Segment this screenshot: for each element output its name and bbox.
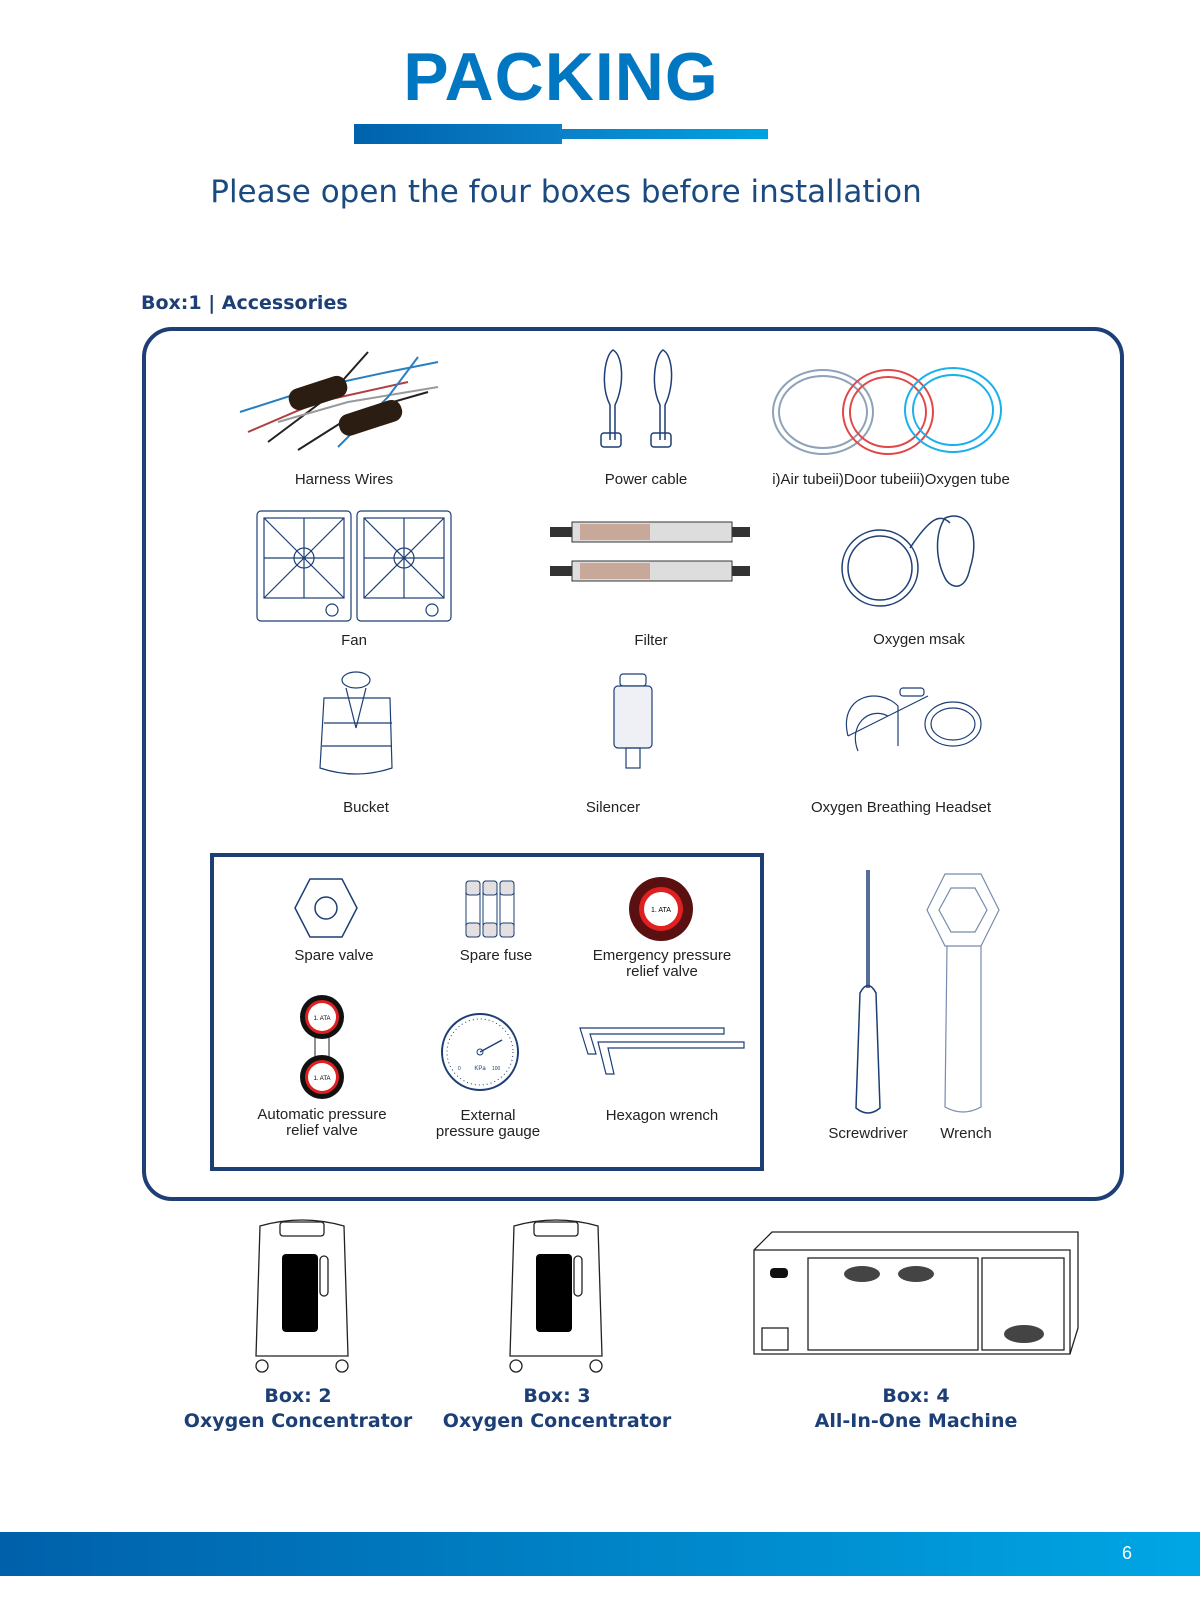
silencer-icon: [613, 673, 653, 769]
oxygen-concentrator-icon: [255, 1219, 349, 1373]
label-line-1: External: [460, 1107, 516, 1124]
label-line-1: Automatic pressure: [257, 1106, 387, 1123]
item-label-screwdriver: Screwdriver: [828, 1125, 908, 1142]
box-name: Oxygen Concentrator: [442, 1410, 672, 1432]
box2-label: Box: 2 Oxygen Concentrator: [184, 1384, 412, 1434]
label-line-2: relief valve: [626, 963, 698, 980]
automatic-valve-icon: 1. ATA 1. ATA: [300, 995, 344, 1099]
hexagon-wrench-icon: [579, 1027, 745, 1075]
item-label-harness-wires: Harness Wires: [294, 471, 394, 488]
item-label-spare-fuse: Spare fuse: [459, 947, 533, 964]
spare-valve-icon: [294, 878, 358, 938]
oxygen-concentrator-icon: [509, 1219, 603, 1373]
item-label-headset: Oxygen Breathing Headset: [810, 799, 992, 816]
tubes-icon: [772, 367, 1002, 455]
emergency-valve-icon: 1. ATA: [629, 877, 693, 941]
title-underline-thick: [354, 124, 562, 144]
box1-heading: Box:1 | Accessories: [141, 292, 348, 314]
item-label-spare-valve: Spare valve: [294, 947, 374, 964]
harness-wires-icon: [239, 351, 439, 451]
item-label-power-cable: Power cable: [604, 471, 688, 488]
box-name: Oxygen Concentrator: [183, 1410, 413, 1432]
item-label-bucket: Bucket: [343, 799, 389, 816]
auto-valve-badge-top: 1. ATA: [313, 1016, 330, 1022]
filter-icon: [550, 521, 750, 582]
wrench-icon: [926, 873, 1000, 1113]
auto-valve-badge-bottom: 1. ATA: [313, 1076, 330, 1082]
screwdriver-icon: [855, 870, 881, 1114]
gauge-unit: KPa: [474, 1066, 486, 1072]
footer-bar: [0, 1532, 1200, 1576]
item-label-fan: Fan: [341, 632, 367, 649]
box-number: Box: 2: [264, 1385, 332, 1407]
box-name: All-In-One Machine: [814, 1410, 1018, 1432]
page-title: PACKING: [403, 39, 719, 115]
label-line-1: Emergency pressure: [592, 947, 732, 964]
box4-label: Box: 4 All-In-One Machine: [815, 1384, 1018, 1434]
item-label-filter: Filter: [634, 632, 668, 649]
pressure-gauge-icon: KPa 0 100: [441, 1013, 519, 1091]
headset-icon: [845, 687, 982, 752]
box1-container: [142, 327, 1124, 1201]
page-number: 6: [1122, 1543, 1133, 1563]
gauge-max: 100: [492, 1066, 501, 1072]
all-in-one-machine-icon: [753, 1231, 1079, 1355]
item-label-oxygen-mask: Oxygen msak: [873, 631, 965, 648]
box-number: Box: 3: [523, 1385, 591, 1407]
emergency-valve-badge: 1. ATA: [651, 907, 671, 914]
spare-parts-container: [210, 853, 764, 1171]
gauge-min: 0: [458, 1066, 461, 1072]
bucket-icon: [319, 671, 393, 775]
power-cable-icon: [600, 349, 673, 448]
spare-fuse-icon: [465, 880, 515, 938]
fan-icon: [256, 510, 452, 622]
item-label-wrench: Wrench: [940, 1125, 992, 1142]
page-subtitle: Please open the four boxes before instal…: [210, 174, 922, 210]
label-line-2: pressure gauge: [435, 1123, 541, 1140]
item-label-tubes: i)Air tubeii)Door tubeiii)Oxygen tube: [772, 471, 1010, 488]
title-underline-thin: [562, 129, 768, 139]
label-line-2: relief valve: [286, 1122, 358, 1139]
item-label-hexagon-wrench: Hexagon wrench: [605, 1107, 719, 1124]
oxygen-mask-icon: [841, 515, 975, 607]
box-number: Box: 4: [882, 1385, 950, 1407]
box3-label: Box: 3 Oxygen Concentrator: [443, 1384, 671, 1434]
item-label-silencer: Silencer: [585, 799, 641, 816]
